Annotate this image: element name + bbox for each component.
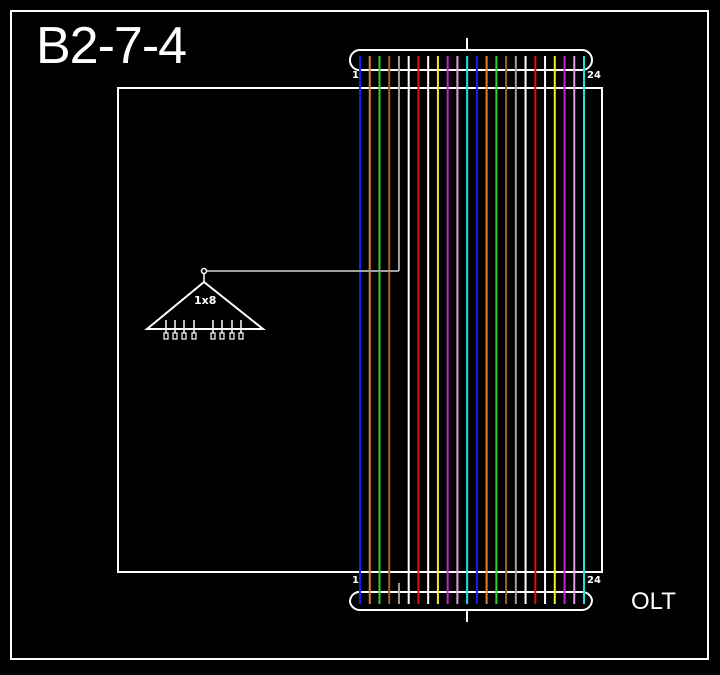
top-cable-bracket: [348, 49, 594, 71]
splitter-port-connector: [229, 332, 235, 340]
splitter-port-connector: [172, 332, 178, 340]
splitter-port-connector: [163, 332, 169, 340]
splitter-1x8: [144, 267, 266, 340]
outer-frame: [10, 10, 709, 660]
fiber-group: [207, 56, 585, 604]
cable-brackets: [348, 38, 594, 622]
bottom-cable-bracket: [348, 590, 594, 612]
olt-label: OLT: [631, 588, 676, 615]
splitter-port-connector: [219, 332, 225, 340]
splitter-ratio-label: 1x8: [194, 294, 217, 307]
splitter-port-connector: [181, 332, 187, 340]
top-end-number: 24: [587, 70, 601, 81]
splitter-port-connector: [238, 332, 244, 340]
top-start-number: 1: [352, 70, 359, 81]
diagram-title: B2-7-4: [36, 17, 187, 75]
splitter-outputs: [163, 320, 244, 340]
splitter-port-connector: [191, 332, 197, 340]
splitter-triangle: [144, 280, 266, 330]
splitter-input-node: [200, 267, 208, 275]
bottom-end-number: 24: [587, 575, 601, 586]
bottom-start-number: 1: [352, 575, 359, 586]
splitter-port-connector: [210, 332, 216, 340]
